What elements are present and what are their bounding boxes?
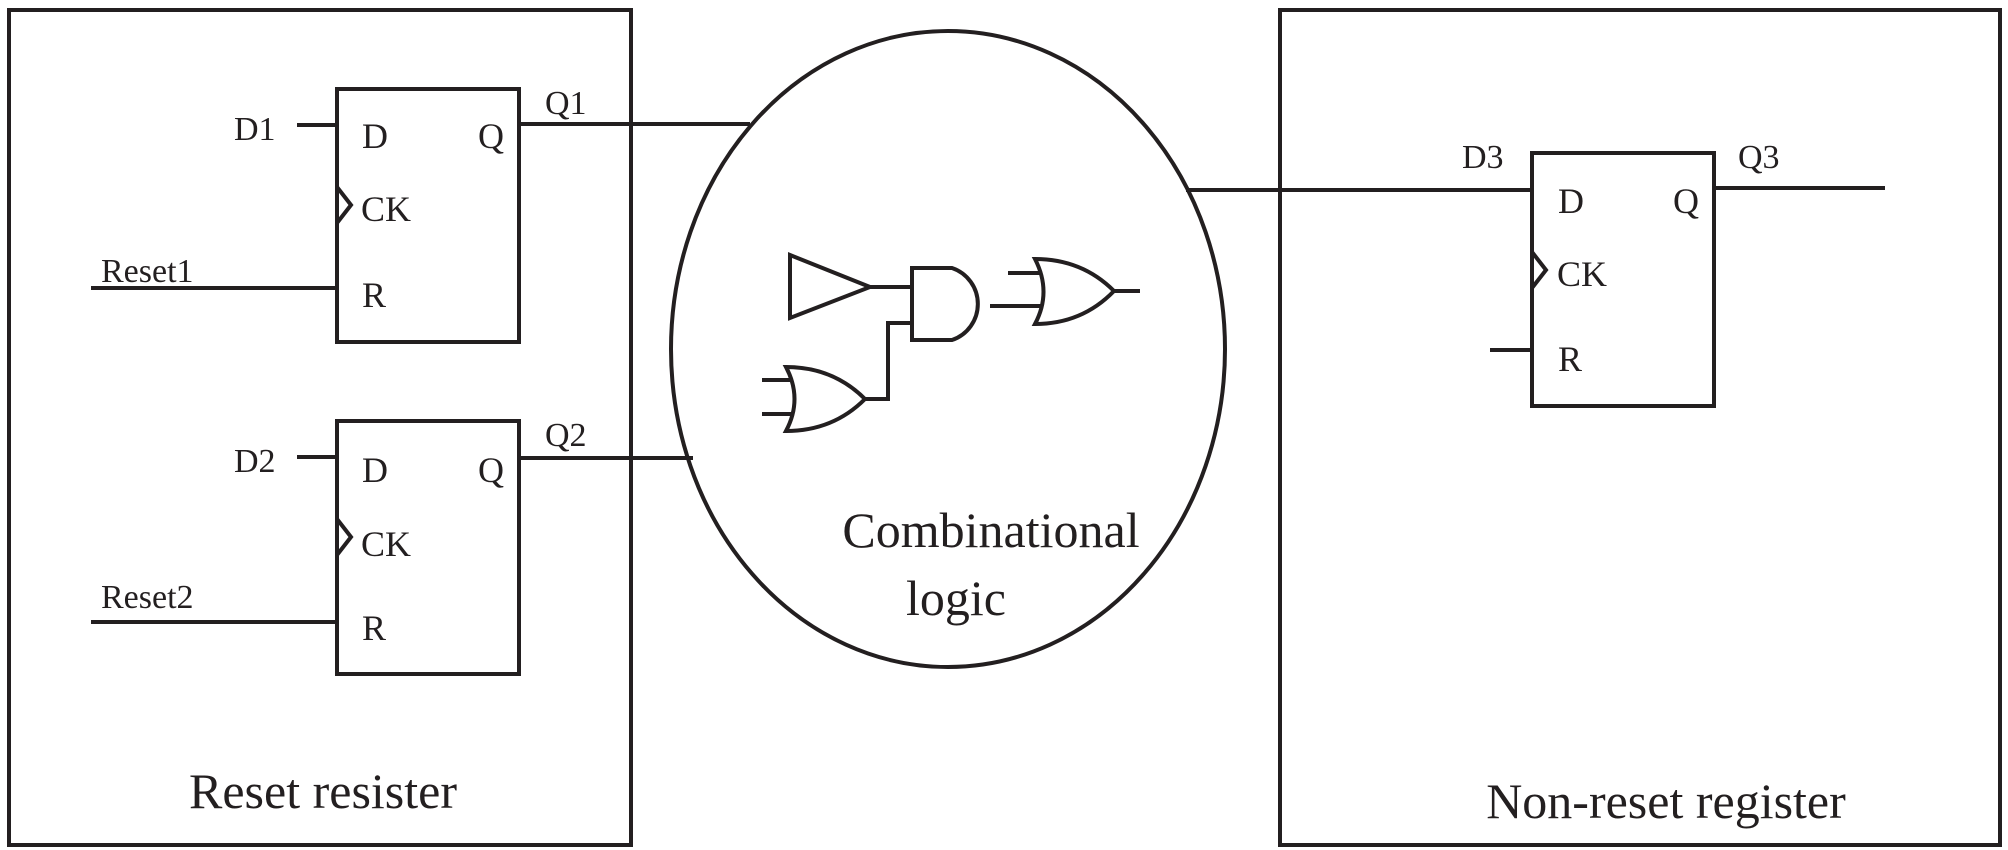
flipflop-1-pin-d: D [362, 116, 388, 156]
flipflop-3-pin-ck: CK [1557, 254, 1607, 294]
or-gate-icon [1031, 256, 1117, 327]
signal-q1: Q1 [545, 85, 587, 122]
flipflop-1-pin-q: Q [478, 116, 504, 156]
non-reset-register-caption: Non-reset register [1486, 773, 1846, 829]
non-reset-register-panel [1278, 8, 2002, 847]
signal-d1: D1 [234, 111, 276, 148]
flipflop-3-pin-q: Q [1673, 181, 1699, 221]
combinational-logic-label-line2: logic [906, 570, 1006, 626]
combinational-logic-label-line1: Combinational [842, 502, 1139, 558]
reset-register-caption: Reset resister [189, 763, 457, 819]
signal-d3: D3 [1462, 139, 1504, 176]
signal-reset2: Reset2 [101, 579, 194, 616]
flipflop-3-body [1530, 151, 1716, 408]
signal-d2: D2 [234, 443, 276, 480]
flipflop-3-pin-r: R [1558, 339, 1582, 379]
reset-register-panel [7, 8, 633, 847]
flipflop-1: D Q CK R D1 Reset1 Q1 [91, 85, 750, 344]
flipflop-3: D Q CK R D3 Q3 [1462, 139, 1885, 408]
flipflop-2-clock-icon [335, 517, 354, 557]
combinational-logic-ellipse [669, 29, 1227, 669]
flipflop-2: D Q CK R D2 Reset2 Q2 [91, 417, 693, 676]
flipflop-2-pin-q: Q [478, 450, 504, 490]
flipflop-2-body [335, 419, 521, 676]
or-left-output-wire [865, 321, 912, 401]
and-gate-icon [910, 266, 980, 342]
flipflop-3-clock-icon [1530, 250, 1549, 290]
combinational-logic: Combinational logic [669, 29, 1227, 669]
flipflop-2-pin-r: R [362, 608, 386, 648]
signal-reset1: Reset1 [101, 253, 194, 290]
flipflop-1-body [335, 87, 521, 344]
or-gate-icon [782, 364, 868, 434]
flipflop-3-pin-d: D [1558, 181, 1584, 221]
buffer-gate-icon [788, 252, 876, 321]
flipflop-2-pin-ck: CK [361, 524, 411, 564]
flipflop-1-pin-ck: CK [361, 189, 411, 229]
flipflop-1-clock-icon [335, 185, 354, 225]
flipflop-1-pin-r: R [362, 275, 386, 315]
signal-q3: Q3 [1738, 139, 1780, 176]
signal-q2: Q2 [545, 417, 587, 454]
flipflop-2-pin-d: D [362, 450, 388, 490]
